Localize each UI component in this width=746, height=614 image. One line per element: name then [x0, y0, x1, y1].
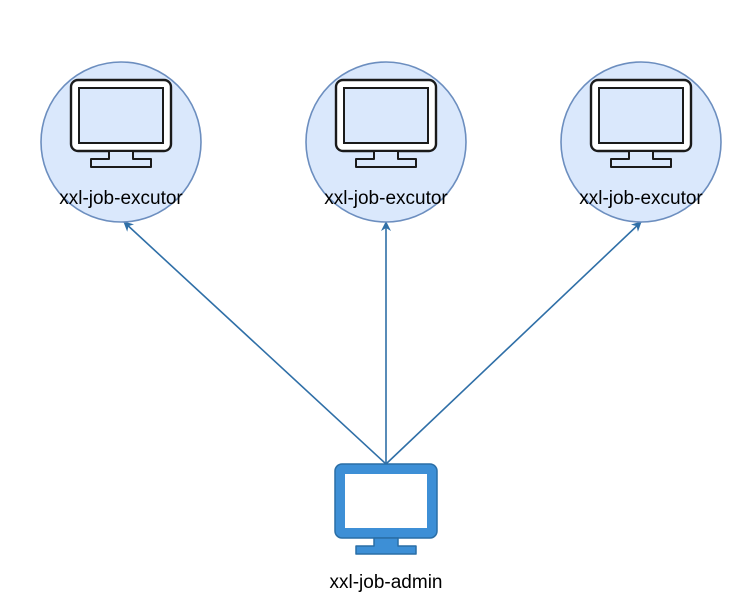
executor-node-2[interactable]: xxl-job-excutor — [305, 61, 467, 223]
executor-node-1[interactable]: xxl-job-excutor — [40, 61, 202, 223]
edges — [123, 221, 642, 465]
executor-label: xxl-job-excutor — [579, 188, 703, 209]
monitor-icon — [69, 78, 173, 168]
monitor-icon — [334, 78, 438, 168]
admin-node[interactable]: xxl-job-admin — [330, 463, 443, 593]
monitor-icon — [589, 78, 693, 168]
admin-label: xxl-job-admin — [330, 572, 443, 593]
executor-label: xxl-job-excutor — [59, 188, 183, 209]
executor-label: xxl-job-excutor — [324, 188, 448, 209]
monitor-icon — [334, 463, 438, 555]
edge-admin-to-executor-3 — [385, 221, 642, 465]
executor-node-3[interactable]: xxl-job-excutor — [560, 61, 722, 223]
edge-admin-to-executor-1 — [123, 221, 387, 465]
